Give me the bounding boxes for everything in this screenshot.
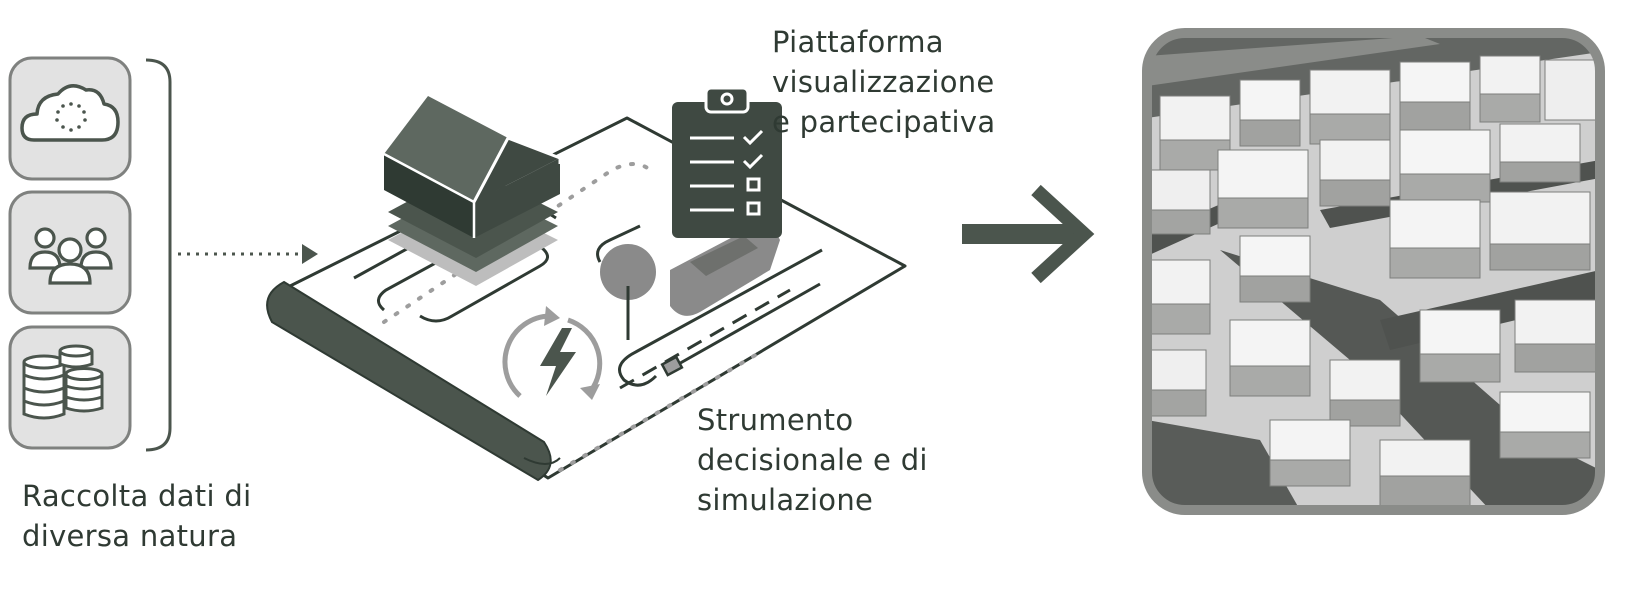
arrow-right-icon [962, 184, 1095, 284]
people-group-icon [28, 227, 113, 285]
energy-cycle-icon [502, 306, 603, 400]
house-layers-icon [383, 96, 562, 286]
dotted-arrow [178, 244, 318, 264]
source-card-cloud [8, 56, 132, 181]
label-data-collection: Raccolta dati di diversa natura [22, 479, 252, 553]
grouping-bracket [145, 58, 172, 452]
label-decision-tool: Strumento decisionale e di simulazione [697, 403, 928, 517]
database-stack-icon [22, 344, 104, 420]
label-platform: Piattaforma visualizzazione e partecipat… [772, 25, 996, 139]
arrow-head-icon [302, 244, 318, 264]
source-card-database [8, 325, 132, 450]
city-frame [1142, 28, 1605, 515]
cloud-eu-stars-icon [20, 84, 120, 142]
clipboard-checklist-icon [672, 86, 782, 238]
city-3d-view [1142, 28, 1605, 515]
plan-illustration [266, 86, 907, 482]
plan-roll [266, 280, 552, 482]
source-card-people [8, 190, 132, 315]
location-pin-icon [600, 244, 656, 340]
